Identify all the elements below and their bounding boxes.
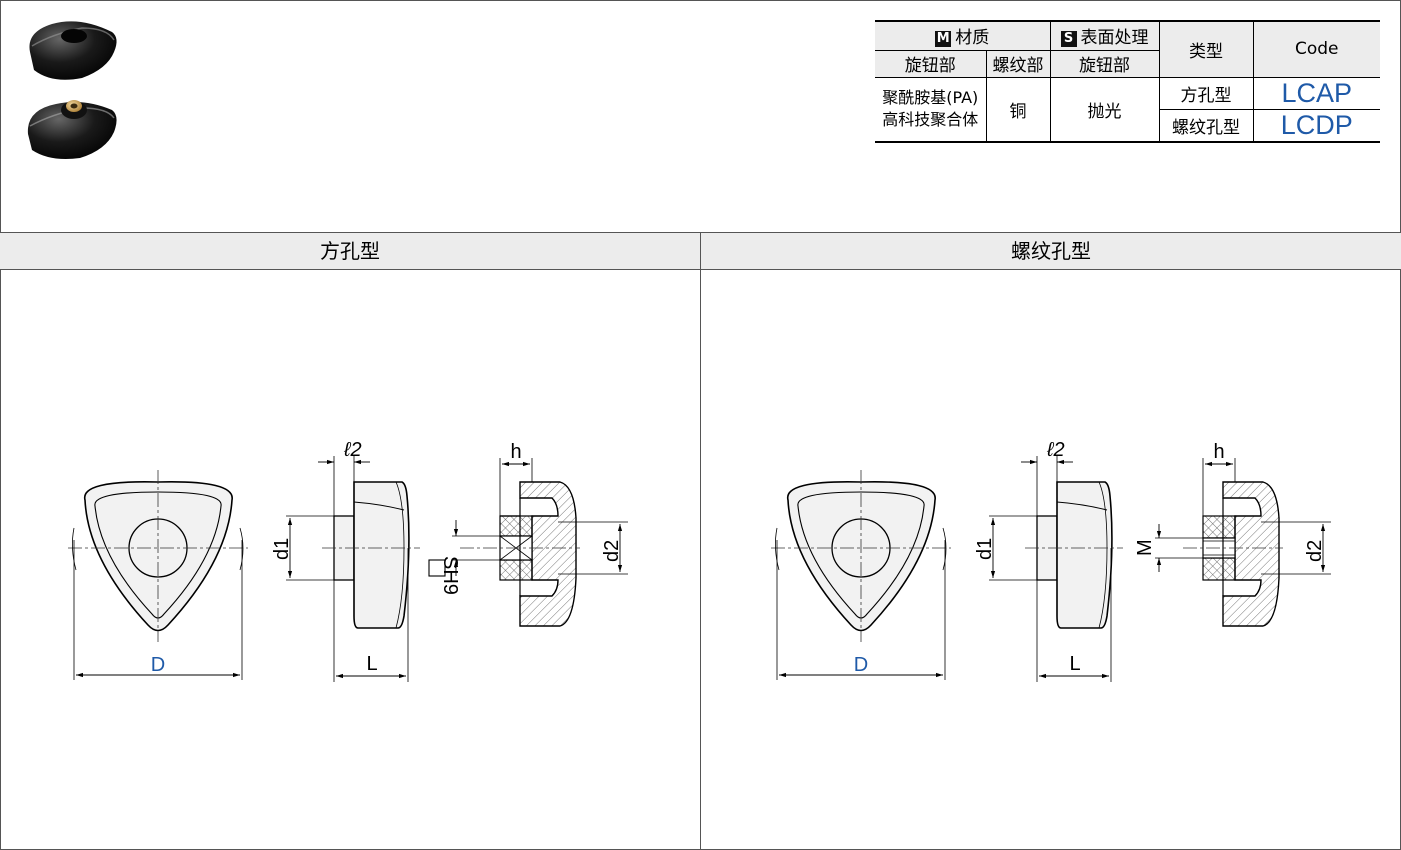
code-square[interactable]: LCAP	[1253, 77, 1380, 110]
side-view	[989, 456, 1123, 682]
code-header: Code	[1253, 21, 1380, 78]
product-photos	[27, 21, 117, 159]
section-separator	[700, 233, 701, 850]
sub-header-knob-surface: 旋钮部	[1050, 50, 1160, 78]
drawing-square-hole: D ℓ2 L d1	[68, 439, 628, 682]
square-symbol-icon	[428, 559, 446, 577]
dim-d1: d1	[974, 538, 996, 560]
dim-d2: d2	[601, 540, 623, 562]
dim-D: D	[854, 654, 868, 676]
sub-header-thread: 螺纹部	[986, 50, 1051, 78]
section-divider	[0, 232, 1401, 233]
thread-material-cell: 铜	[986, 77, 1051, 143]
dim-h: h	[510, 441, 521, 463]
type-header: 类型	[1159, 21, 1254, 78]
front-view	[68, 470, 248, 680]
dim-d2: d2	[1304, 540, 1326, 562]
dim-D: D	[151, 654, 165, 676]
dim-l2: ℓ2	[343, 439, 362, 461]
dim-h: h	[1213, 441, 1224, 463]
type-threaded: 螺纹孔型	[1159, 109, 1254, 143]
dim-L: L	[366, 653, 377, 675]
type-square: 方孔型	[1159, 77, 1254, 110]
section-title-threaded: 螺纹孔型	[701, 233, 1401, 270]
knob-photo-square	[29, 21, 117, 80]
material-badge-icon: M	[935, 31, 952, 48]
dim-hole: SH9	[439, 556, 461, 595]
surface-treatment-cell: 抛光	[1050, 77, 1160, 143]
section-view	[1155, 458, 1331, 627]
section-title-square: 方孔型	[0, 233, 700, 270]
code-threaded[interactable]: LCDP	[1253, 109, 1380, 143]
dim-L: L	[1069, 653, 1080, 675]
section-view	[428, 458, 628, 627]
sub-header-knob: 旋钮部	[875, 50, 987, 78]
surface-badge-icon: S	[1060, 31, 1077, 48]
knob-photo-threaded	[27, 100, 117, 159]
dim-l2: ℓ2	[1046, 439, 1065, 461]
dim-d1: d1	[271, 538, 293, 560]
dim-M: M	[1134, 539, 1156, 556]
front-view	[771, 470, 951, 680]
drawing-threaded-hole: D ℓ2 L d1 M h	[771, 439, 1331, 682]
side-view	[286, 456, 420, 682]
knob-material-cell: 聚酰胺基(PA) 高科技聚合体	[875, 77, 987, 143]
